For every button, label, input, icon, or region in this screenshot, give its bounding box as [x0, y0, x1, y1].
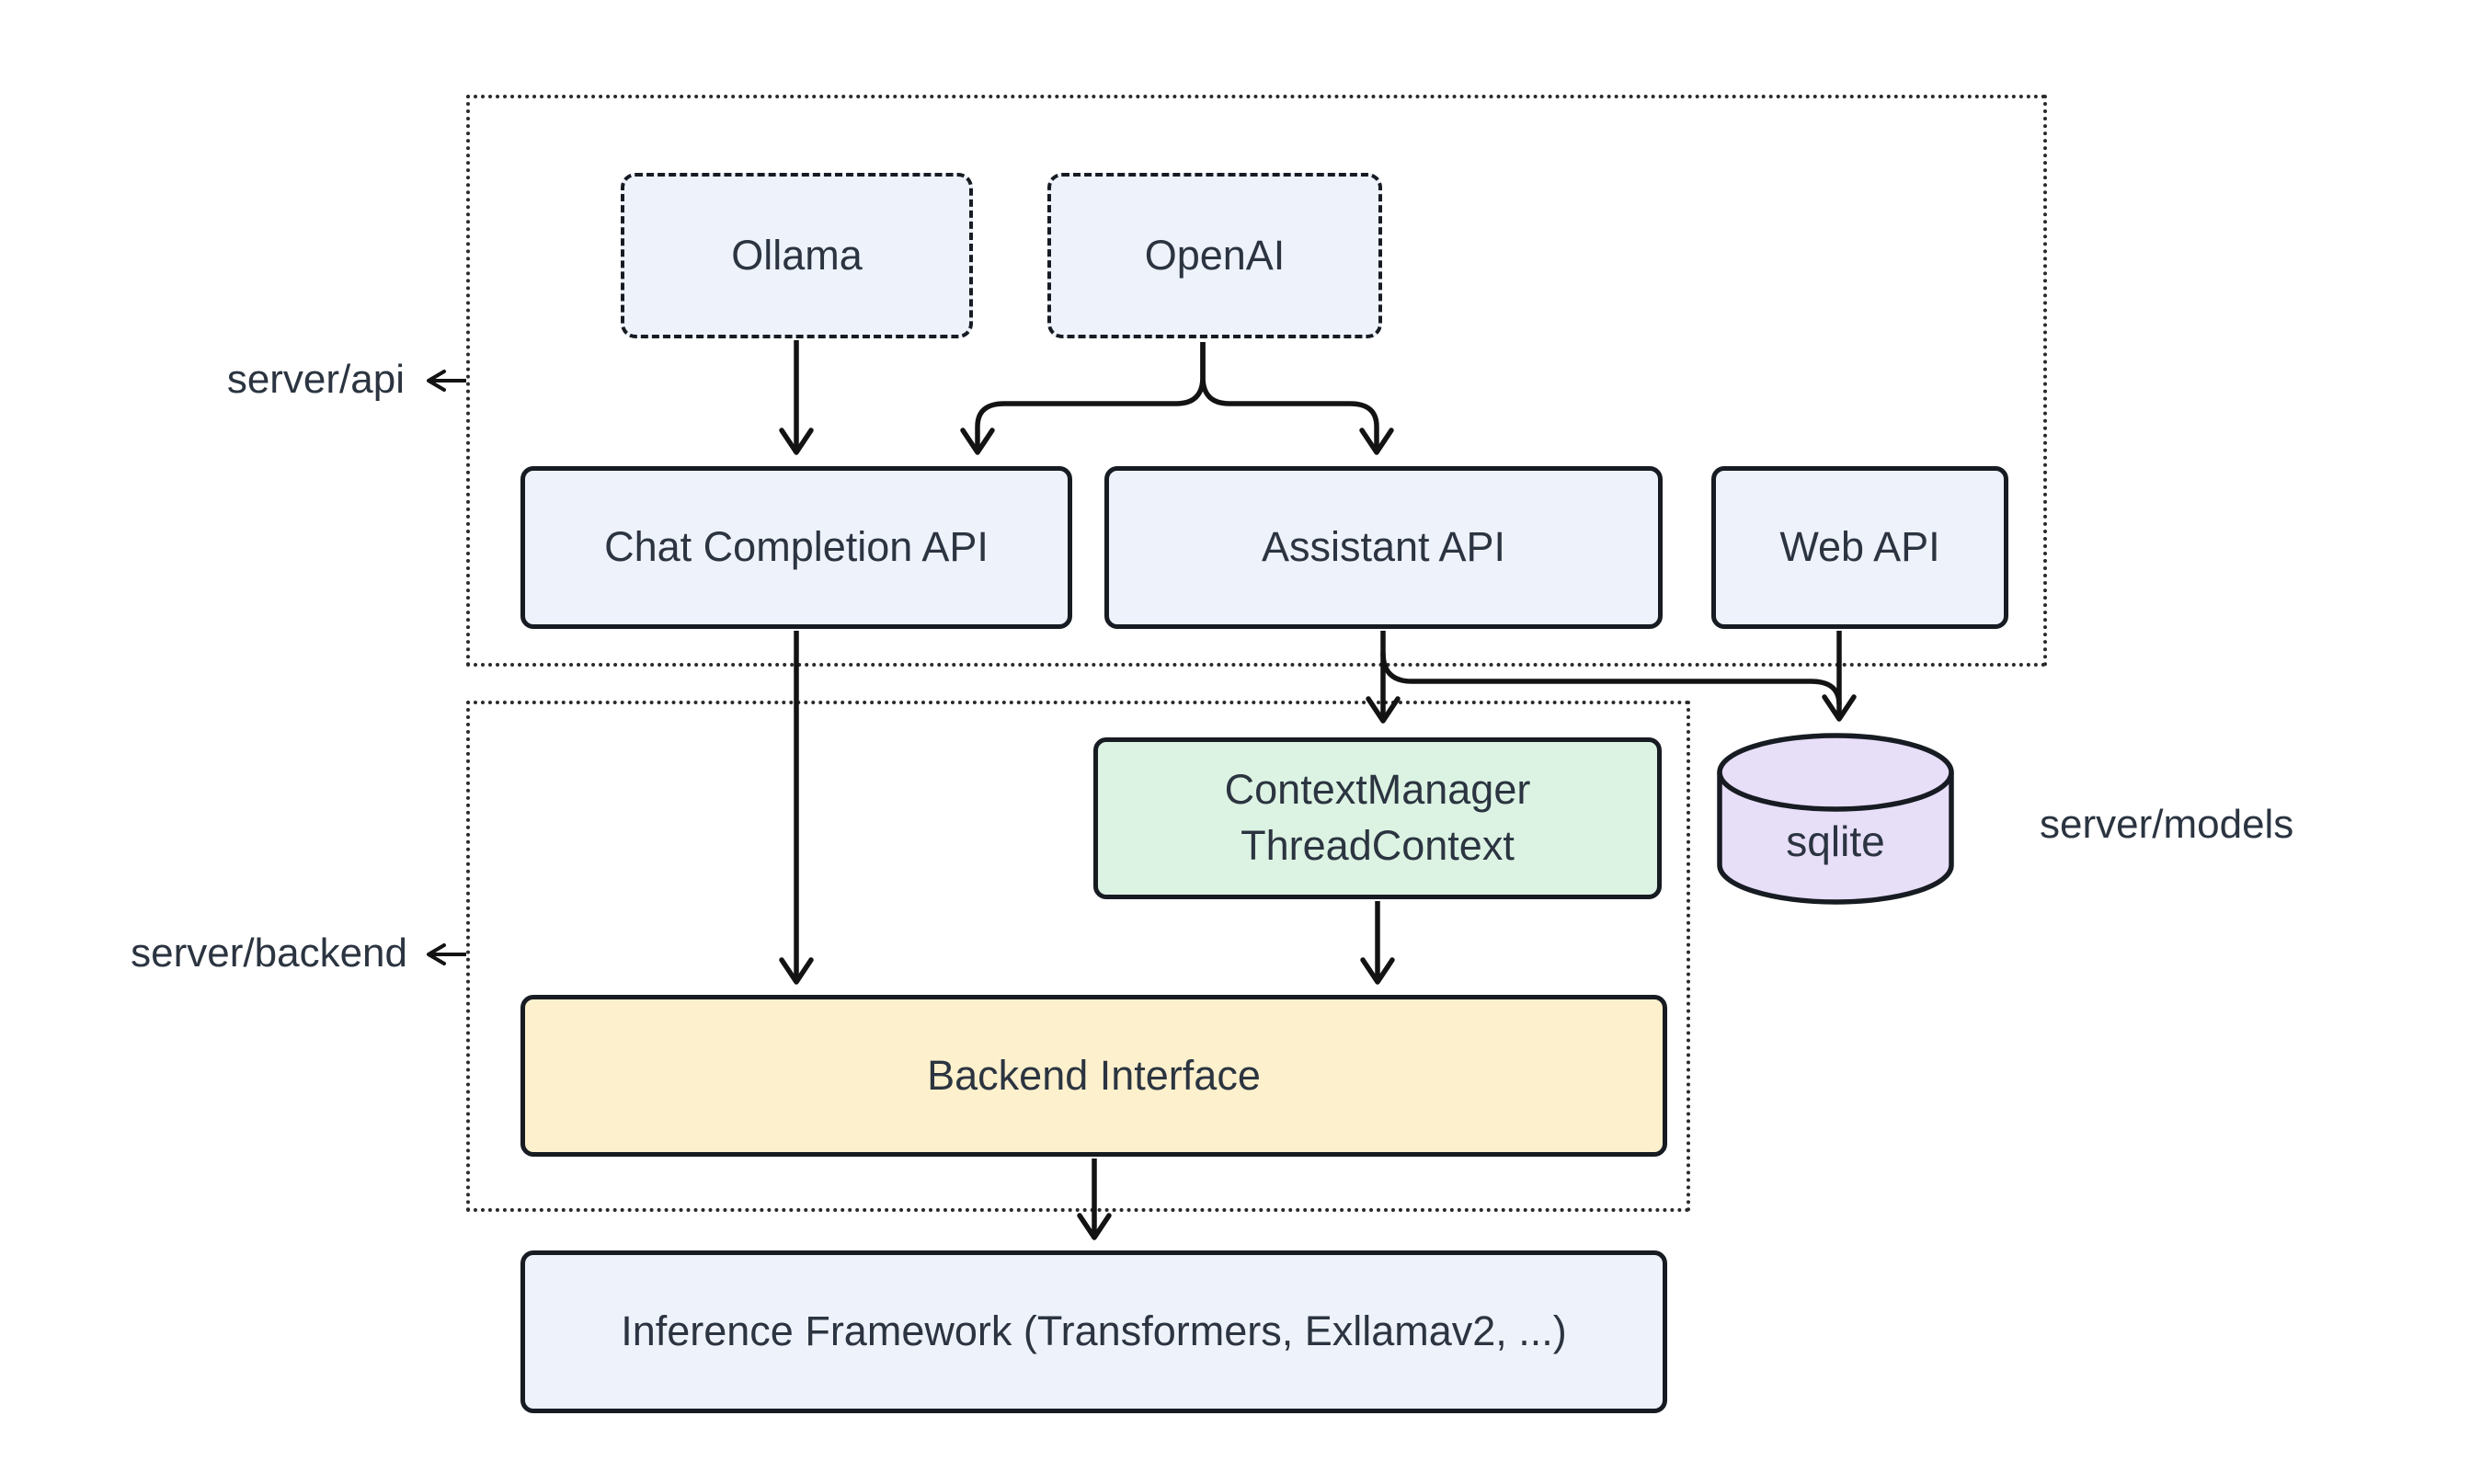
node-assistant-api: Assistant API	[1104, 466, 1663, 629]
label-server-models: server/models	[2040, 802, 2294, 847]
node-web-api-label: Web API	[1779, 523, 1940, 571]
node-backend-interface: Backend Interface	[520, 995, 1667, 1157]
label-server-backend: server/backend	[131, 930, 407, 976]
node-backend-interface-label: Backend Interface	[927, 1051, 1261, 1099]
node-openai: OpenAI	[1047, 173, 1382, 338]
node-openai-label: OpenAI	[1144, 231, 1286, 279]
group-server-api	[466, 95, 2047, 667]
node-inference-framework-label: Inference Framework (Transformers, Exlla…	[621, 1307, 1567, 1355]
node-ollama-label: Ollama	[731, 231, 863, 279]
node-ollama: Ollama	[621, 173, 973, 338]
node-context-manager: ContextManager ThreadContext	[1093, 737, 1662, 899]
node-inference-framework: Inference Framework (Transformers, Exlla…	[520, 1250, 1667, 1413]
node-sqlite	[1712, 729, 1959, 911]
label-server-api: server/api	[226, 357, 405, 402]
node-chat-completion-api-label: Chat Completion API	[604, 523, 989, 571]
node-context-manager-label: ContextManager ThreadContext	[1224, 766, 1531, 869]
node-sqlite-label: sqlite	[1786, 817, 1885, 865]
node-web-api: Web API	[1711, 466, 2008, 629]
node-assistant-api-label: Assistant API	[1261, 523, 1506, 571]
database-cylinder-icon	[1717, 733, 1954, 905]
node-chat-completion-api: Chat Completion API	[520, 466, 1072, 629]
group-server-backend	[466, 701, 1690, 1212]
